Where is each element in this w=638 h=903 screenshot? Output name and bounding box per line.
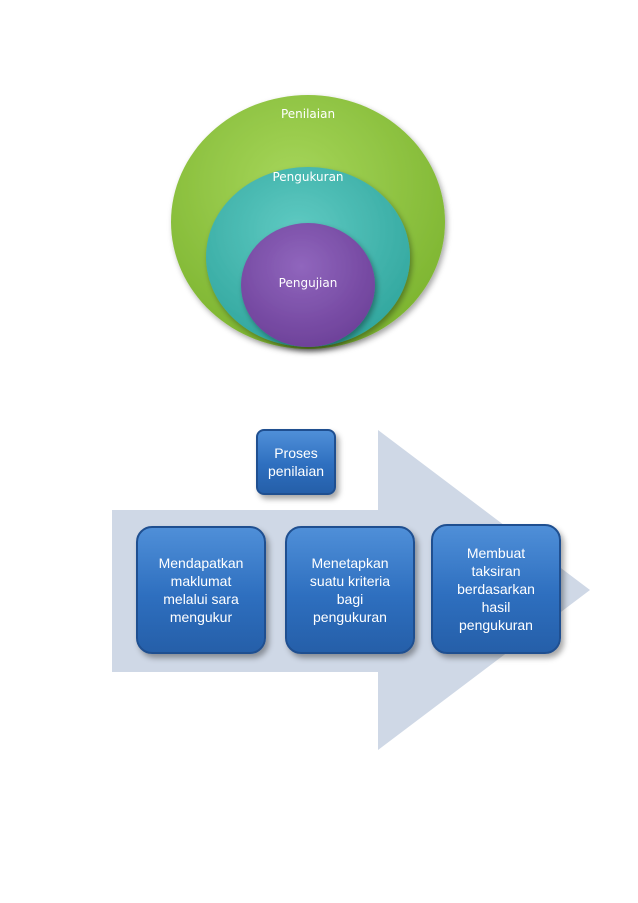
step-box-3: Membuat taksiran berdasarkan hasil pengu… xyxy=(431,524,561,654)
middle-circle-label: Pengukuran xyxy=(272,170,343,184)
process-header-box: Proses penilaian xyxy=(256,429,336,495)
inner-circle-label: Pengujian xyxy=(279,276,338,290)
step-box-1: Mendapatkan maklumat melalui sara menguk… xyxy=(136,526,266,654)
step-box-2: Menetapkan suatu kriteria bagi pengukura… xyxy=(285,526,415,654)
inner-circle-pengujian xyxy=(241,223,375,347)
outer-circle-label: Penilaian xyxy=(281,107,335,121)
